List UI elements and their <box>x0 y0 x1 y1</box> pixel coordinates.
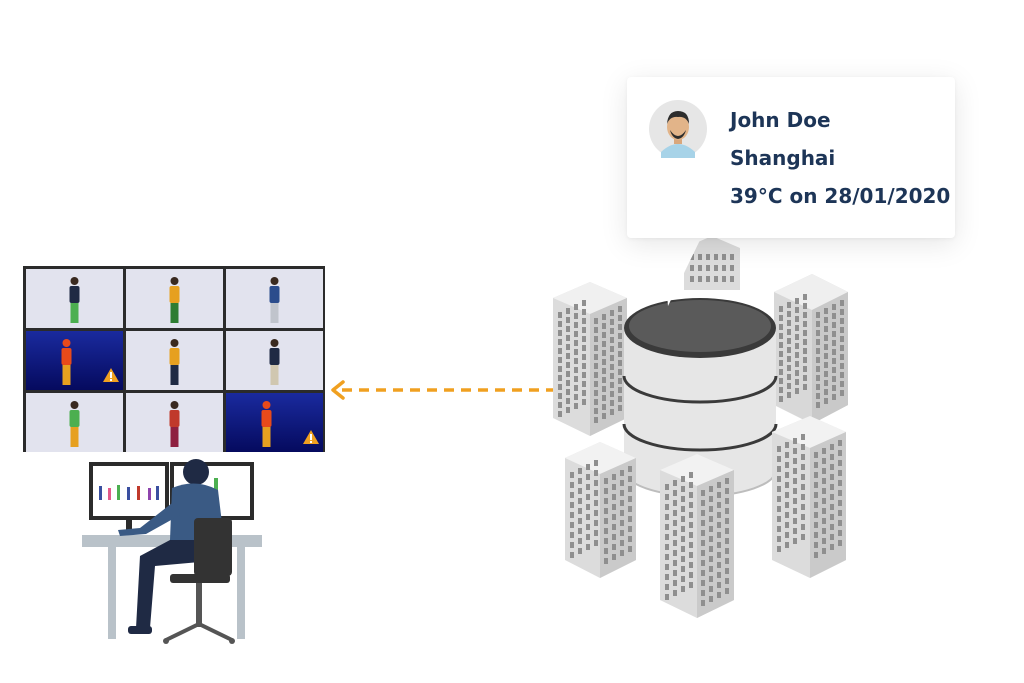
operator-workstation <box>82 459 262 644</box>
camera-tile <box>226 269 323 328</box>
database-icon <box>622 298 778 497</box>
monitor-wall <box>23 266 325 452</box>
building <box>772 416 846 578</box>
temperature-reading: 39°C on 28/01/2020 <box>730 184 951 208</box>
camera-tile <box>226 331 323 390</box>
building <box>660 454 734 618</box>
person-city: Shanghai <box>730 146 836 170</box>
user-avatar-icon <box>649 100 707 158</box>
database-cluster <box>553 236 848 618</box>
camera-tile <box>126 331 223 390</box>
person-name: John Doe <box>730 108 831 132</box>
building <box>774 274 848 424</box>
camera-tile-alert <box>26 331 123 390</box>
camera-tile <box>126 269 223 328</box>
building <box>553 282 627 436</box>
camera-tile <box>126 393 223 452</box>
camera-tile <box>26 393 123 452</box>
camera-tile <box>26 269 123 328</box>
warning-icon <box>103 368 119 382</box>
building <box>684 236 740 290</box>
camera-tile-alert <box>226 393 323 452</box>
warning-icon <box>303 430 319 444</box>
profile-card: John Doe Shanghai 39°C on 28/01/2020 <box>627 77 955 238</box>
building <box>565 442 636 578</box>
callout-tail <box>662 236 702 306</box>
